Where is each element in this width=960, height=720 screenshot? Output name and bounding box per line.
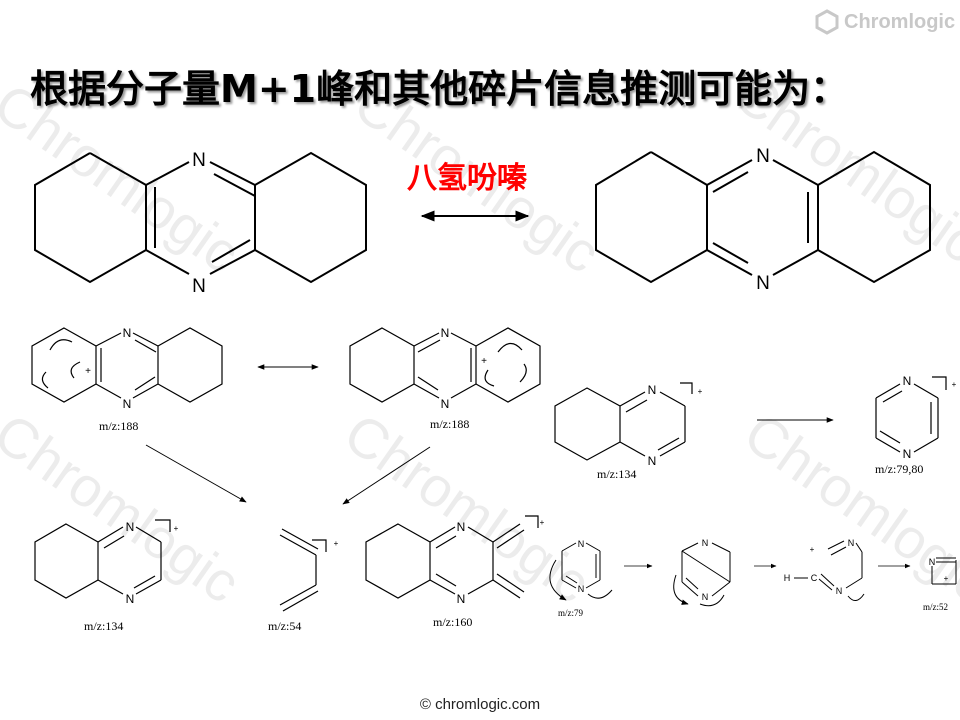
label-mz-79: m/z:79 (558, 608, 583, 618)
nitrogen-label: N (578, 539, 585, 549)
nitrogen-label: N (126, 520, 135, 534)
nitrogen-label: N (123, 397, 132, 411)
octahydrophenazine-structure-right (595, 150, 931, 284)
label-mz-54: m/z:54 (268, 619, 301, 633)
charge-sign: + (952, 380, 957, 389)
label-mz-134-top: m/z:134 (597, 467, 636, 481)
octahydrophenazine-structure-left (34, 151, 367, 284)
nitrogen-label: N (929, 557, 936, 567)
nitrogen-label: N (836, 586, 843, 596)
nitrogen-label: N (123, 326, 132, 340)
fragment-134-bottom (34, 519, 171, 599)
fragment-52 (931, 557, 957, 585)
pyrazine-79-80 (875, 376, 947, 453)
nitrogen-label: N (848, 538, 855, 548)
page-title: 根据分子量M+1峰和其他碎片信息推测可能为： (30, 67, 849, 111)
nitrogen-label: N (648, 383, 657, 397)
nitrogen-label: N (192, 150, 206, 171)
fragment-134-top (554, 382, 693, 461)
nitrogen-label: N (756, 273, 770, 294)
nitrogen-label: N (756, 146, 770, 167)
nitrogen-label: N (457, 520, 466, 534)
hydrogen-label: H (784, 573, 791, 583)
label-mz-188-right: m/z:188 (430, 417, 469, 431)
label-mz-160: m/z:160 (433, 615, 472, 629)
charge-sign: + (85, 366, 91, 377)
nitrogen-label: N (903, 374, 912, 388)
nitrogen-label: N (702, 538, 709, 548)
nitrogen-label: N (441, 326, 450, 340)
nitrogen-label: N (126, 592, 135, 606)
carbon-label: C (811, 573, 818, 583)
label-mz-52: m/z:52 (923, 602, 948, 612)
nitrogen-label: N (457, 592, 466, 606)
fragmentation-arrow (342, 446, 431, 505)
nitrogen-label: N (903, 447, 912, 461)
fragment-188-left (31, 327, 223, 403)
label-mz-79-80: m/z:79,80 (875, 462, 923, 476)
pyrazine-79 (549, 542, 613, 601)
charge-sign: + (540, 518, 545, 527)
fragment-188-right (349, 327, 541, 403)
label-mz-188-left: m/z:188 (99, 419, 138, 433)
nitrogen-label: N (192, 276, 206, 297)
charge-sign: + (174, 524, 179, 533)
nitrogen-label: N (578, 584, 585, 594)
butadiene-54 (279, 528, 327, 612)
charge-sign: + (810, 545, 815, 554)
charge-sign: + (698, 387, 703, 396)
fragment-160 (365, 515, 539, 599)
nitrogen-label: N (648, 454, 657, 468)
label-mz-134-bottom: m/z:134 (84, 619, 123, 633)
hexagon-icon (815, 9, 839, 35)
hcn-intermediate (794, 540, 865, 601)
charge-sign: + (944, 574, 949, 583)
footer-copyright: © chromlogic.com (419, 696, 541, 713)
brand-name: Chromlogic (844, 10, 956, 33)
brand-logo: Chromlogic (814, 8, 955, 36)
nitrogen-label: N (702, 592, 709, 602)
dewar-intermediate (673, 542, 731, 607)
nitrogen-label: N (441, 397, 450, 411)
charge-sign: + (481, 356, 487, 367)
charge-sign: + (334, 539, 339, 548)
compound-name: 八氢吩嗪 (407, 161, 527, 196)
fragmentation-arrow (145, 444, 247, 503)
